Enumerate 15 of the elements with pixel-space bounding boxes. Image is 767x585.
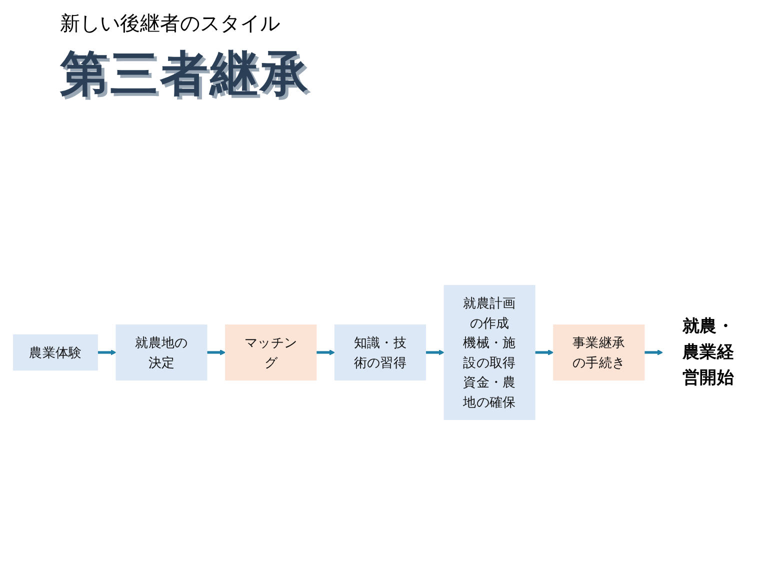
node-box: 就農計画の作成 機械・施設の取得 資金・農地の確保 — [444, 284, 536, 420]
arrow — [426, 350, 444, 356]
node-box: 就農地の決定 — [116, 324, 208, 380]
arrow — [644, 350, 664, 356]
arrow — [98, 350, 116, 356]
title: 第三者継承 — [60, 45, 310, 104]
node-box: マッチング — [225, 324, 317, 380]
arrow — [206, 350, 226, 356]
arrow — [535, 350, 554, 356]
node-text: 就農・農業経営開始 — [682, 316, 734, 388]
subtitle: 新しい後継者のスタイル — [60, 10, 280, 37]
arrow — [316, 350, 336, 356]
node-box: 農業体験 — [12, 334, 98, 371]
node-box: 知識・技術の習得 — [334, 324, 426, 380]
node-box: 事業継承の手続き — [553, 324, 645, 380]
